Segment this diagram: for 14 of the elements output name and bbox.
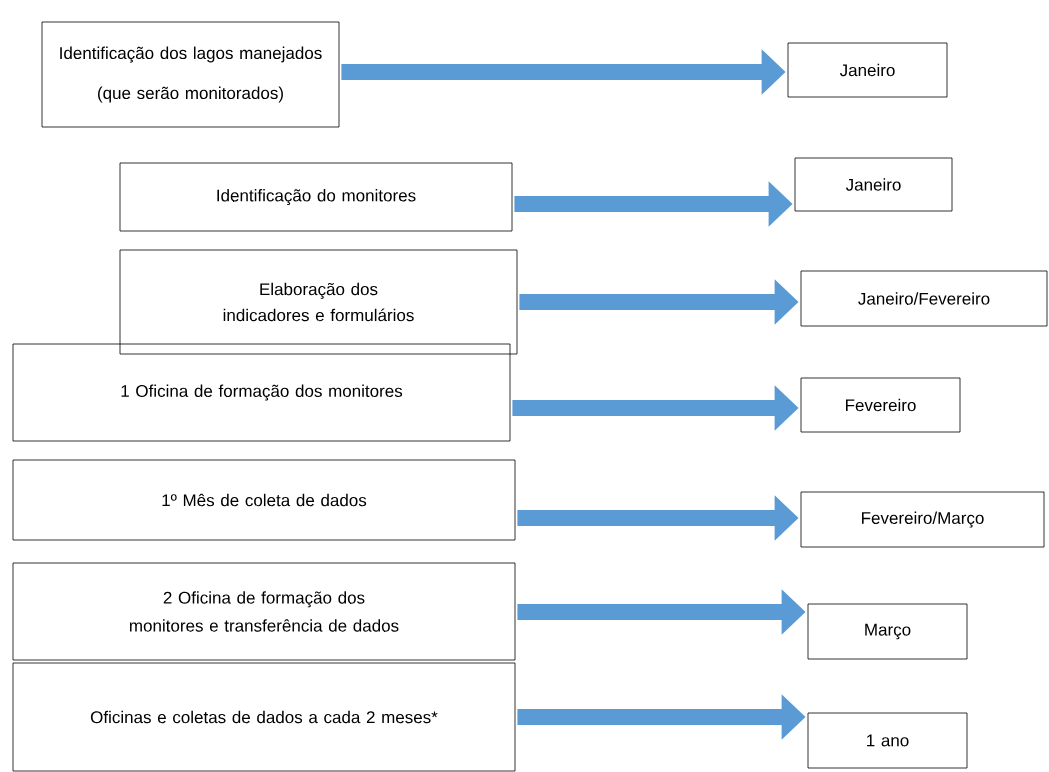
process-box: 1º Mês de coleta de dados: [12, 459, 516, 541]
month-box: Janeiro/Fevereiro: [800, 270, 1048, 327]
process-box: 2 Oficina de formação dos monitores e transferência de dados: [12, 562, 516, 661]
month-box: Janeiro: [787, 42, 948, 98]
month-box: Janeiro: [794, 157, 953, 212]
process-box: Identificação dos lagos manejados (que serão monitorados): [41, 21, 340, 128]
month-box: Fevereiro: [800, 377, 961, 433]
process-box: Identificação do monitores: [119, 162, 513, 232]
process-box: Elaboração dos indicadores e formulários: [119, 249, 518, 355]
month-box: 1 ano: [807, 712, 968, 769]
month-box: Março: [807, 603, 968, 660]
process-box: 1 Oficina de formação dos monitores: [12, 343, 511, 442]
month-box: Fevereiro/Março: [800, 491, 1045, 548]
process-box: Oficinas e coletas de dados a cada 2 meses*: [12, 662, 516, 772]
